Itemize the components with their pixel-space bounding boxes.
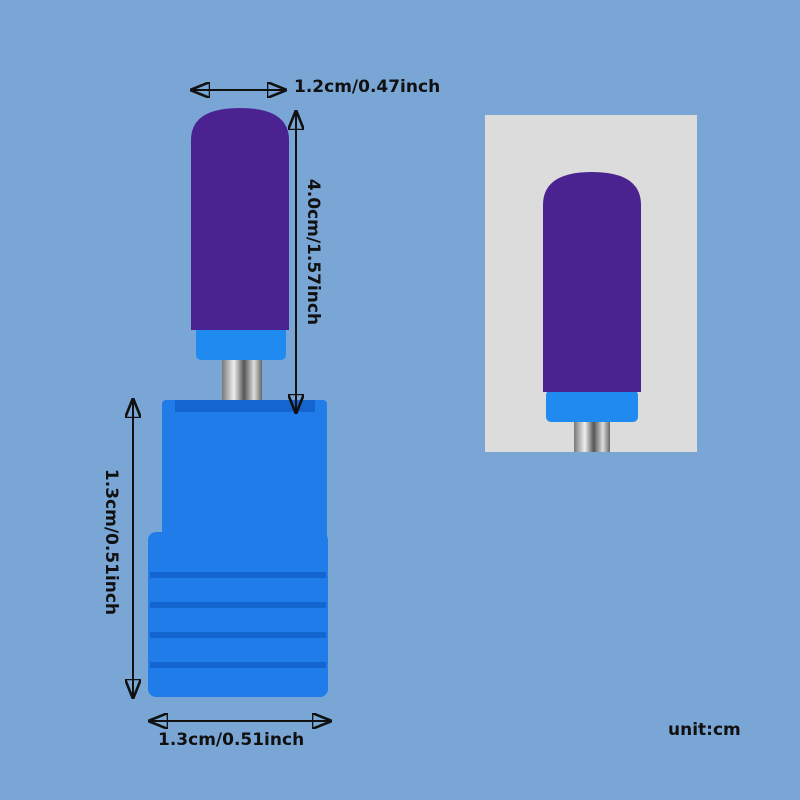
base-height-label: 1.3cm/0.51inch <box>101 468 121 616</box>
sanding-head <box>191 108 289 330</box>
collar <box>196 325 286 360</box>
head-width-label: 1.2cm/0.47inch <box>294 77 441 97</box>
unit-label: unit:cm <box>668 720 741 740</box>
base-top <box>162 400 327 540</box>
drill-bit-main <box>148 108 328 697</box>
inset-photo <box>485 115 697 452</box>
base-bottom <box>148 532 328 697</box>
base-width-label: 1.3cm/0.51inch <box>158 730 305 750</box>
head-length-label: 4.0cm/1.57inch <box>303 178 323 326</box>
